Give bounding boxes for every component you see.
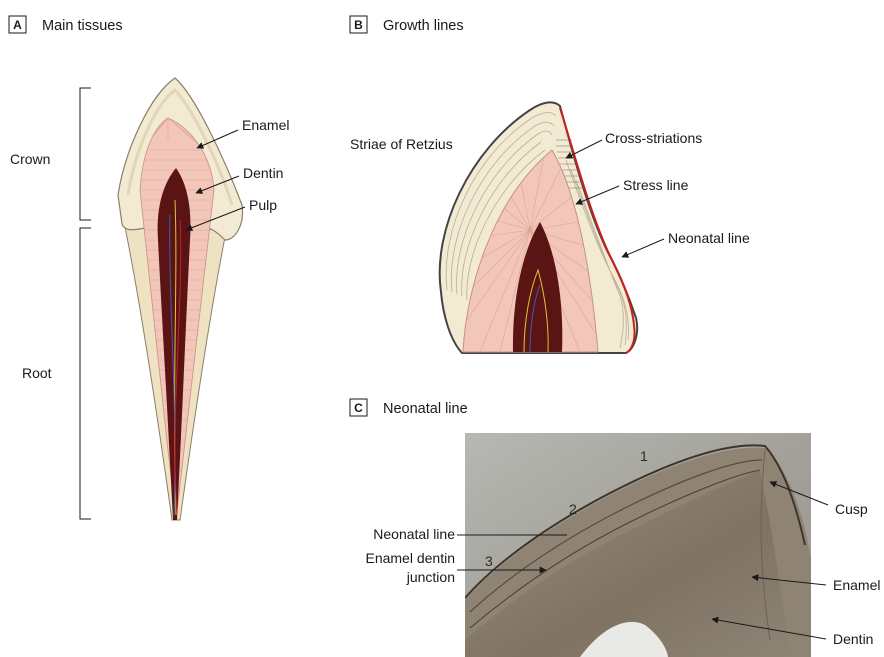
panel-b-badge-letter: B bbox=[354, 18, 363, 32]
neonatal-line-label-c: Neonatal line bbox=[373, 526, 455, 542]
panel-a-tooth-illustration bbox=[118, 78, 243, 520]
neonatal-line-arrow-b bbox=[622, 239, 664, 257]
neonatal-line-label-b: Neonatal line bbox=[668, 230, 750, 246]
crown-bracket bbox=[80, 88, 91, 220]
root-label: Root bbox=[22, 365, 52, 381]
cusp-label: Cusp bbox=[835, 501, 868, 517]
panel-a-badge-letter: A bbox=[13, 18, 22, 32]
panel-a-title: Main tissues bbox=[42, 18, 123, 34]
panel-a-header: A Main tissues bbox=[9, 16, 123, 34]
micrograph-number-3: 3 bbox=[485, 553, 493, 569]
crown-label: Crown bbox=[10, 151, 50, 167]
panel-c-header: C Neonatal line bbox=[350, 399, 468, 417]
micrograph-number-1: 1 bbox=[640, 448, 648, 464]
neonatal-line-micrograph bbox=[465, 433, 811, 657]
root-bracket bbox=[80, 228, 91, 519]
stress-line-label: Stress line bbox=[623, 177, 689, 193]
panel-c-title: Neonatal line bbox=[383, 401, 468, 417]
enamel-label-a: Enamel bbox=[242, 117, 289, 133]
cross-striations-label: Cross-striations bbox=[605, 130, 702, 146]
enamel-label-c: Enamel bbox=[833, 577, 880, 593]
pulp-label-a: Pulp bbox=[249, 197, 277, 213]
dentin-label-a: Dentin bbox=[243, 165, 283, 181]
edj-label-line1: Enamel dentin bbox=[365, 550, 455, 566]
edj-label-line2: junction bbox=[406, 569, 455, 585]
striae-label: Striae of Retzius bbox=[350, 136, 453, 152]
panel-c-badge-letter: C bbox=[354, 401, 363, 415]
panel-b-title: Growth lines bbox=[383, 18, 464, 34]
panel-b-header: B Growth lines bbox=[350, 16, 464, 34]
micrograph-number-2: 2 bbox=[569, 501, 577, 517]
dentin-label-c: Dentin bbox=[833, 631, 873, 647]
